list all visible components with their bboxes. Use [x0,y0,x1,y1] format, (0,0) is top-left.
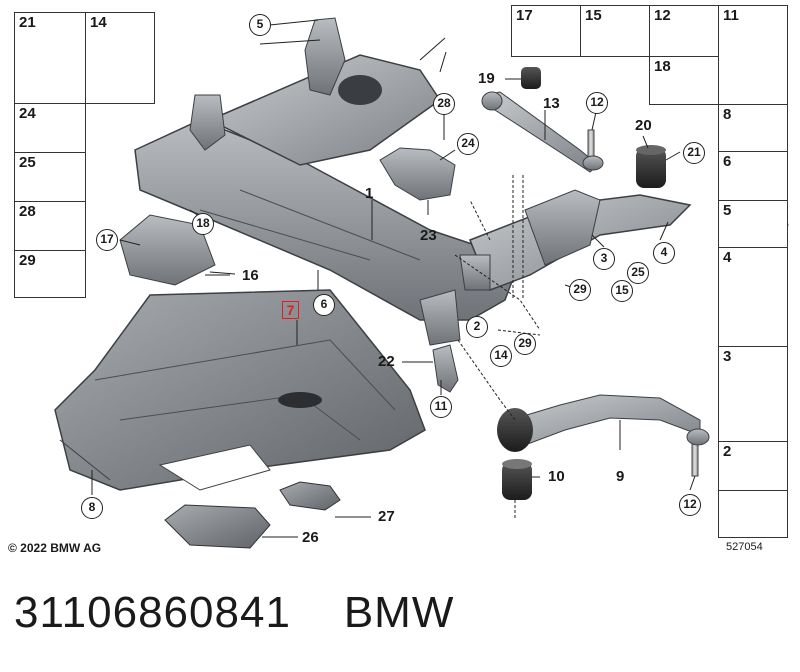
part-number-label: 28 [19,203,36,220]
part-number-label: 25 [19,154,36,171]
callout-5: 5 [249,14,271,36]
callout-24: 24 [457,133,479,155]
callout-10: 10 [548,468,565,485]
part-cell-28: 28 [14,201,86,251]
part-number-label: 4 [723,249,732,266]
front-axle-subframe [134,17,692,346]
callout-4: 4 [653,242,675,264]
part-number-label: 11 [723,7,739,24]
callout-28: 28 [433,93,455,115]
callout-21: 21 [683,142,705,164]
callout-6: 6 [313,294,335,316]
part-cell-4: 4 [718,247,788,347]
cover-parts [164,481,341,549]
part-number-label: 2 [723,443,732,460]
navigation-arrow-cell[interactable] [718,490,788,538]
callout-12-lower: 12 [679,494,701,516]
part-number-label: 17 [516,7,533,24]
part-cell-25: 25 [14,152,86,202]
callout-29-right: 29 [569,279,591,301]
part-cell-6: 6 [718,151,788,201]
part-cell-18: 18 [649,56,719,105]
callout-29-center: 29 [514,333,536,355]
part-cell-12: 12 [649,5,719,57]
leader-lines [91,19,696,538]
part-cell-2: 2 [718,441,788,491]
callout-22: 22 [378,353,395,370]
brand-name: BMW [343,588,455,637]
part-cell-24: 24 [14,103,86,153]
part-number-label: 24 [19,105,36,122]
part-number-label: 29 [19,252,36,269]
heat-shield [379,147,456,201]
part-number-label: 14 [90,14,107,31]
part-cell-3: 3 [718,346,788,442]
callout-7-highlighted[interactable]: 7 [282,301,299,319]
callout-1: 1 [365,185,374,202]
callout-2: 2 [466,316,488,338]
callout-23: 23 [420,227,437,244]
part-number-label: 3 [723,348,732,365]
callout-26: 26 [302,529,319,546]
part-number: 31106860841 [14,588,291,637]
part-cell-14: 14 [85,12,155,104]
callout-20: 20 [635,117,652,134]
tension-strut [481,91,604,173]
part-cell-15: 15 [580,5,650,57]
copyright-notice: © 2022 BMW AG [8,541,102,555]
part-caption: 31106860841 BMW [14,588,454,638]
part-cell-17: 17 [511,5,581,57]
callout-18: 18 [192,213,214,235]
bracket-22 [432,344,459,393]
wishbone [497,394,710,500]
part-cell-11: 11 [718,5,788,105]
underbody-guard-plate [54,289,426,491]
part-number-label: 12 [654,7,671,24]
part-cell-29: 29 [14,250,86,298]
callout-13: 13 [543,95,560,112]
callout-25: 25 [627,262,649,284]
part-cell-8: 8 [718,104,788,152]
callout-3: 3 [593,248,615,270]
callout-16: 16 [242,267,259,284]
image-number: 527054 [726,541,763,553]
part-number-label: 21 [19,14,36,31]
part-number-label: 5 [723,202,732,219]
part-number-label: 8 [723,106,732,123]
callout-27: 27 [378,508,395,525]
rubber-bushings [521,67,666,188]
callout-9: 9 [616,468,625,485]
callout-15: 15 [611,280,633,302]
part-number-label: 18 [654,58,671,75]
part-cell-5: 5 [718,200,788,248]
part-cell-21: 21 [14,12,86,104]
callout-19: 19 [478,70,495,87]
callout-14: 14 [490,345,512,367]
part-number-label: 6 [723,153,732,170]
callout-8: 8 [81,497,103,519]
callout-17: 17 [96,229,118,251]
callout-11: 11 [430,396,452,418]
side-bracket [119,214,216,286]
callout-12-upper: 12 [586,92,608,114]
parts-diagram: 21 14 24 25 28 29 17 15 12 11 18 8 6 5 4… [8,5,789,555]
part-number-label: 15 [585,7,602,24]
